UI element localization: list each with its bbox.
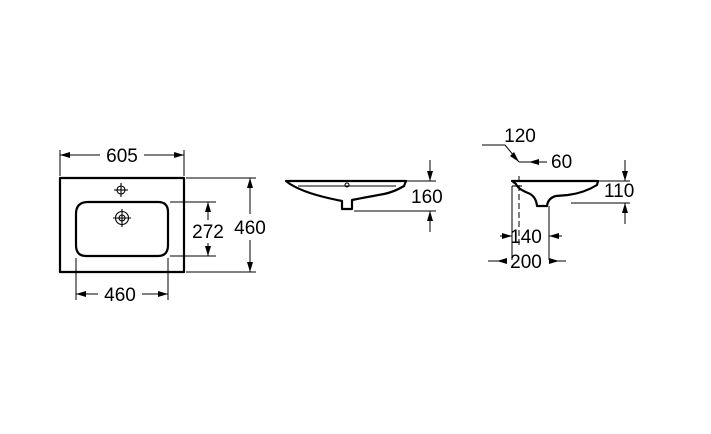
basin-outer-outline [58, 176, 186, 274]
basin-bowl-outline [74, 200, 170, 258]
dimension-label-160: 160 [411, 187, 443, 208]
dimension-110: 110 [571, 160, 634, 224]
dimension-label-460-width: 460 [104, 285, 136, 306]
front-section-outline [284, 179, 408, 211]
dimension-460-width: 460 [75, 258, 169, 306]
top-view: 605 460 272 [58, 146, 266, 306]
dimension-label-460-depth: 460 [234, 218, 266, 239]
dimension-160: 160 [354, 160, 443, 232]
dimension-60: 60 [519, 152, 572, 173]
dimension-200: 200 [488, 252, 566, 273]
dimension-label-200: 200 [510, 252, 542, 273]
dimension-460-depth: 460 [186, 177, 266, 273]
dimension-140: 140 [500, 186, 562, 260]
tap-hole-icon [114, 183, 128, 197]
dimension-label-60: 60 [551, 152, 572, 173]
dimension-120: 120 [482, 126, 536, 163]
dimension-605: 605 [59, 146, 185, 176]
overflow-hole-icon [344, 182, 350, 188]
dimension-label-605: 605 [106, 146, 138, 167]
front-section-view: 160 [284, 160, 443, 232]
dimension-label-110: 110 [604, 181, 634, 202]
dimension-label-120: 120 [504, 126, 536, 147]
side-section-view: 120 60 110 140 [482, 126, 634, 273]
side-section-outline [510, 179, 600, 208]
drain-hole-icon [113, 209, 131, 227]
dimension-label-140: 140 [510, 227, 542, 248]
dimension-272: 272 [170, 201, 224, 257]
dimension-label-272: 272 [192, 222, 224, 243]
